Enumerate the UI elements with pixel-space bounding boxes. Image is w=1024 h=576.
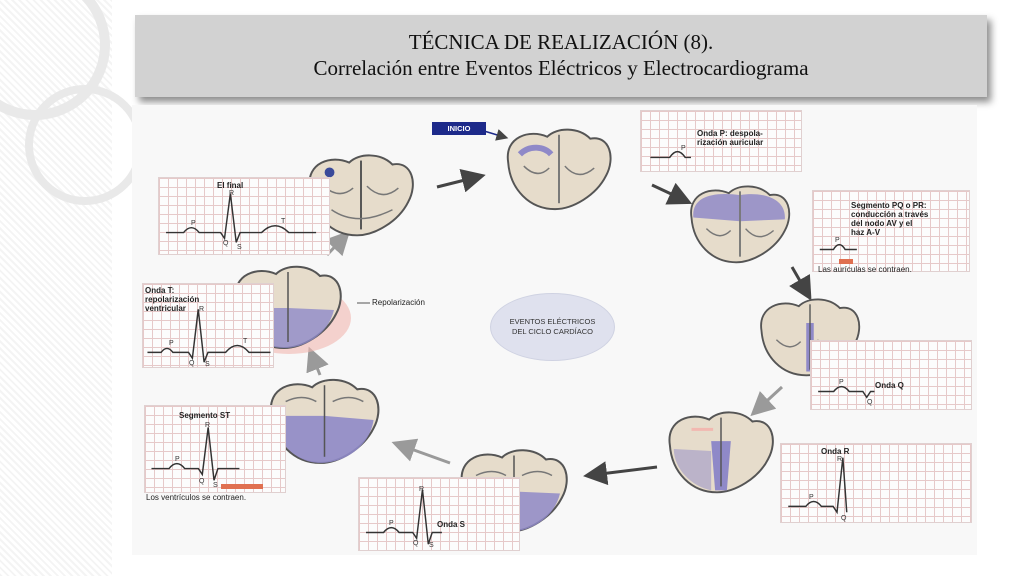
cardiac-cycle-diagram: INICIO EVENTOS ELÉCTRICOS DEL CICLO CARD… xyxy=(132,105,977,555)
ecg-label-q-wave: Onda Q xyxy=(875,381,904,390)
ecg-panel-s-wave: Onda S P R Q S xyxy=(358,477,520,551)
ecg-panel-r-wave: Onda R P R Q xyxy=(780,443,972,523)
heart-stage-2 xyxy=(684,180,796,268)
wave-letter-q: Q xyxy=(223,240,229,247)
wave-letter-r: R xyxy=(837,456,843,463)
wave-letter-q: Q xyxy=(189,360,195,367)
arrow-2 xyxy=(651,182,693,205)
wave-letter-s: S xyxy=(205,361,210,368)
slide-title: TÉCNICA DE REALIZACIÓN (8). xyxy=(408,30,714,54)
wave-letter-t: T xyxy=(281,218,286,225)
ecg-panel-final: El final P R Q S T xyxy=(158,177,330,255)
arrow-7 xyxy=(306,346,329,376)
wave-letter-t: T xyxy=(243,338,248,345)
wave-letter-q: Q xyxy=(841,515,847,522)
wave-letter-r: R xyxy=(199,306,205,313)
ecg-panel-pq-segment: Segmento PQ o PR: conducción a través de… xyxy=(812,190,970,272)
wave-letter-q: Q xyxy=(413,540,419,547)
wave-letter-q: Q xyxy=(199,478,205,485)
ecg-panel-q-wave: Onda Q P Q xyxy=(810,340,972,410)
heart-stage-1 xyxy=(500,125,618,213)
atria-contraction-bar xyxy=(839,259,853,264)
ecg-label-pq-segment: Segmento PQ o PR: conducción a través de… xyxy=(851,201,929,237)
heart-stage-6 xyxy=(262,375,387,467)
atria-contraction-caption: Las aurículas se contraen. xyxy=(818,265,912,274)
wave-letter-p: P xyxy=(839,379,844,386)
cycle-arrows xyxy=(306,129,812,486)
ecg-panel-p-wave: Onda P: despola- rización auricular P xyxy=(640,110,802,172)
heart-stage-4 xyxy=(662,407,780,497)
wave-letter-p: P xyxy=(175,456,180,463)
slide-subtitle: Correlación entre Eventos Eléctricos y E… xyxy=(313,56,809,80)
arrow-4 xyxy=(750,385,784,417)
wave-letter-s: S xyxy=(237,244,242,251)
ecg-panel-st-segment: Segmento ST P R Q S xyxy=(144,405,286,493)
center-label: EVENTOS ELÉCTRICOS DEL CICLO CARDÍACO xyxy=(490,293,615,361)
repolarization-label: Repolarización xyxy=(372,298,425,307)
wave-letter-q: Q xyxy=(867,399,873,406)
wave-letter-r: R xyxy=(229,190,235,197)
wave-letter-p: P xyxy=(681,145,686,152)
arrow-3 xyxy=(789,266,812,301)
wave-letter-p: P xyxy=(835,237,840,244)
wave-letter-p: P xyxy=(169,340,174,347)
ecg-panel-t-wave: Onda T: repolarización ventricular P R Q… xyxy=(142,283,274,368)
wave-letter-s: S xyxy=(429,542,434,549)
wave-letter-r: R xyxy=(419,486,425,493)
ventricles-contraction-caption: Los ventrículos se contraen. xyxy=(146,493,247,502)
wave-letter-r: R xyxy=(205,422,211,429)
ecg-label-t-wave: Onda T: repolarización ventricular xyxy=(145,286,200,313)
ecg-label-r-wave: Onda R xyxy=(821,447,850,456)
ecg-label-final: El final xyxy=(217,181,244,190)
inicio-arrow xyxy=(483,129,509,141)
start-badge: INICIO xyxy=(432,122,486,135)
ventricles-contraction-bar xyxy=(221,484,263,489)
ecg-label-p-wave: Onda P: despola- rización auricular xyxy=(697,129,764,147)
heart-stage-8 xyxy=(302,150,420,240)
wave-letter-p: P xyxy=(191,220,196,227)
arrow-6 xyxy=(391,438,451,465)
arrow-1 xyxy=(436,168,486,193)
ecg-label-st-segment: Segmento ST xyxy=(179,411,231,420)
wave-letter-s: S xyxy=(213,482,218,489)
ecg-label-s-wave: Onda S xyxy=(437,520,466,529)
slide-title-box: TÉCNICA DE REALIZACIÓN (8). Correlación … xyxy=(135,15,987,97)
arrow-5 xyxy=(583,461,658,486)
decorative-ring xyxy=(25,85,145,205)
wave-letter-p: P xyxy=(389,520,394,527)
wave-letter-p: P xyxy=(809,494,814,501)
